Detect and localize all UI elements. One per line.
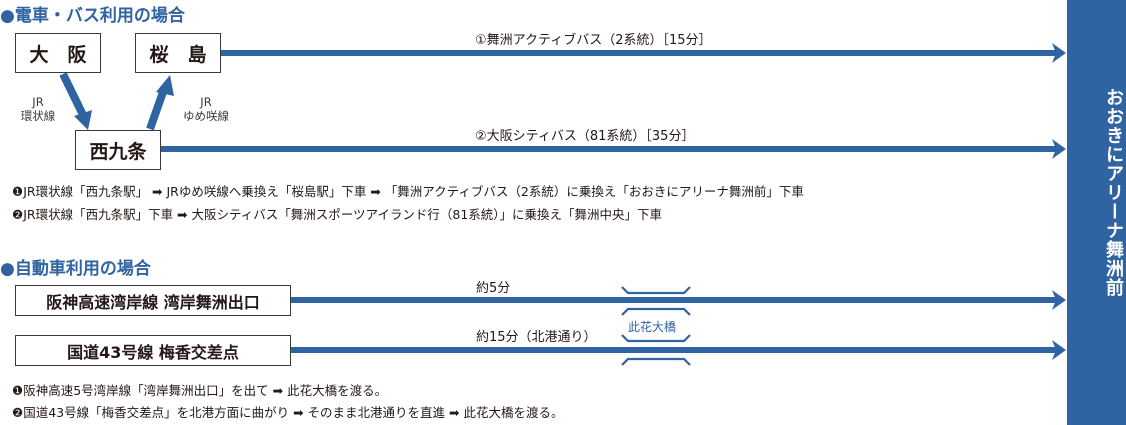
origin-route43-label: 国道43号線 梅香交差点 <box>67 342 239 362</box>
jr-loop-line-label: JR 環状線 <box>16 95 60 123</box>
konohana-bridge-label: 此花大橋 <box>628 320 677 334</box>
origin-hanshin-expressway-box: 阪神高速湾岸線 湾岸舞洲出口 <box>15 285 291 316</box>
car-note-1: ❶阪神高速5号湾岸線「湾岸舞洲出口」を出て ➡ 此花大橋を渡る。 <box>12 383 388 398</box>
station-osaka-label: 大 阪 <box>29 43 87 66</box>
station-nishikujo-box: 西九条 <box>75 130 161 170</box>
station-sakurajima-box: 桜 島 <box>135 33 221 73</box>
origin-route43-box: 国道43号線 梅香交差点 <box>15 335 291 366</box>
car-route-1-arrowhead-icon <box>1052 290 1066 310</box>
jr-yumesaki-line-label: JR ゆめ咲線 <box>176 95 236 123</box>
car-section-title: ●自動車利用の場合 <box>0 259 151 279</box>
train-note-1: ❶JR環状線「西九条駅」 ➡ JRゆめ咲線へ乗換え「桜島駅」下車 ➡ 「舞洲アク… <box>12 184 804 199</box>
train-bus-section-title: ●電車・バス利用の場合 <box>0 6 185 26</box>
jr-loop-line2: 環状線 <box>20 109 56 123</box>
destination-label: おおきにアリーナ舞洲前 <box>1103 88 1124 297</box>
route-1-line <box>221 50 1057 56</box>
car-route-1-label: 約5分 <box>476 281 511 296</box>
route-2-line <box>161 146 1057 152</box>
route-1-label: ①舞洲アクティブバス（2系統）［15分］ <box>475 33 712 48</box>
car-route-1-line <box>291 297 1057 303</box>
destination-panel: おおきにアリーナ舞洲前 <box>1067 0 1126 425</box>
origin-hanshin-expressway-label: 阪神高速湾岸線 湾岸舞洲出口 <box>46 292 260 312</box>
jr-yumesaki-line1: JR <box>200 95 212 109</box>
station-osaka-box: 大 阪 <box>15 33 101 73</box>
jr-yumesaki-line2: ゆめ咲線 <box>183 109 229 123</box>
station-nishikujo-label: 西九条 <box>89 140 147 163</box>
car-route-2-arrowhead-icon <box>1052 340 1066 360</box>
route-1-arrowhead-icon <box>1052 43 1066 63</box>
route-2-arrowhead-icon <box>1052 139 1066 159</box>
train-note-2: ❷JR環状線「西九条駅」下車 ➡ 大阪シティバス「舞洲スポーツアイランド行（81… <box>12 207 663 222</box>
car-route-2-line <box>291 347 1057 353</box>
jr-loop-line1: JR <box>32 95 44 109</box>
transfer-arrows-icon <box>59 72 174 131</box>
bridge-symbol-icon <box>621 286 691 366</box>
route-2-label: ②大阪シティバス（81系統）［35分］ <box>475 129 695 144</box>
car-note-2: ❷国道43号線「梅香交差点」を北港方面に曲がり ➡ そのまま北港通りを直進 ➡ … <box>12 405 564 420</box>
car-route-2-label: 約15分（北港通り） <box>476 330 597 345</box>
station-sakurajima-label: 桜 島 <box>149 43 207 66</box>
